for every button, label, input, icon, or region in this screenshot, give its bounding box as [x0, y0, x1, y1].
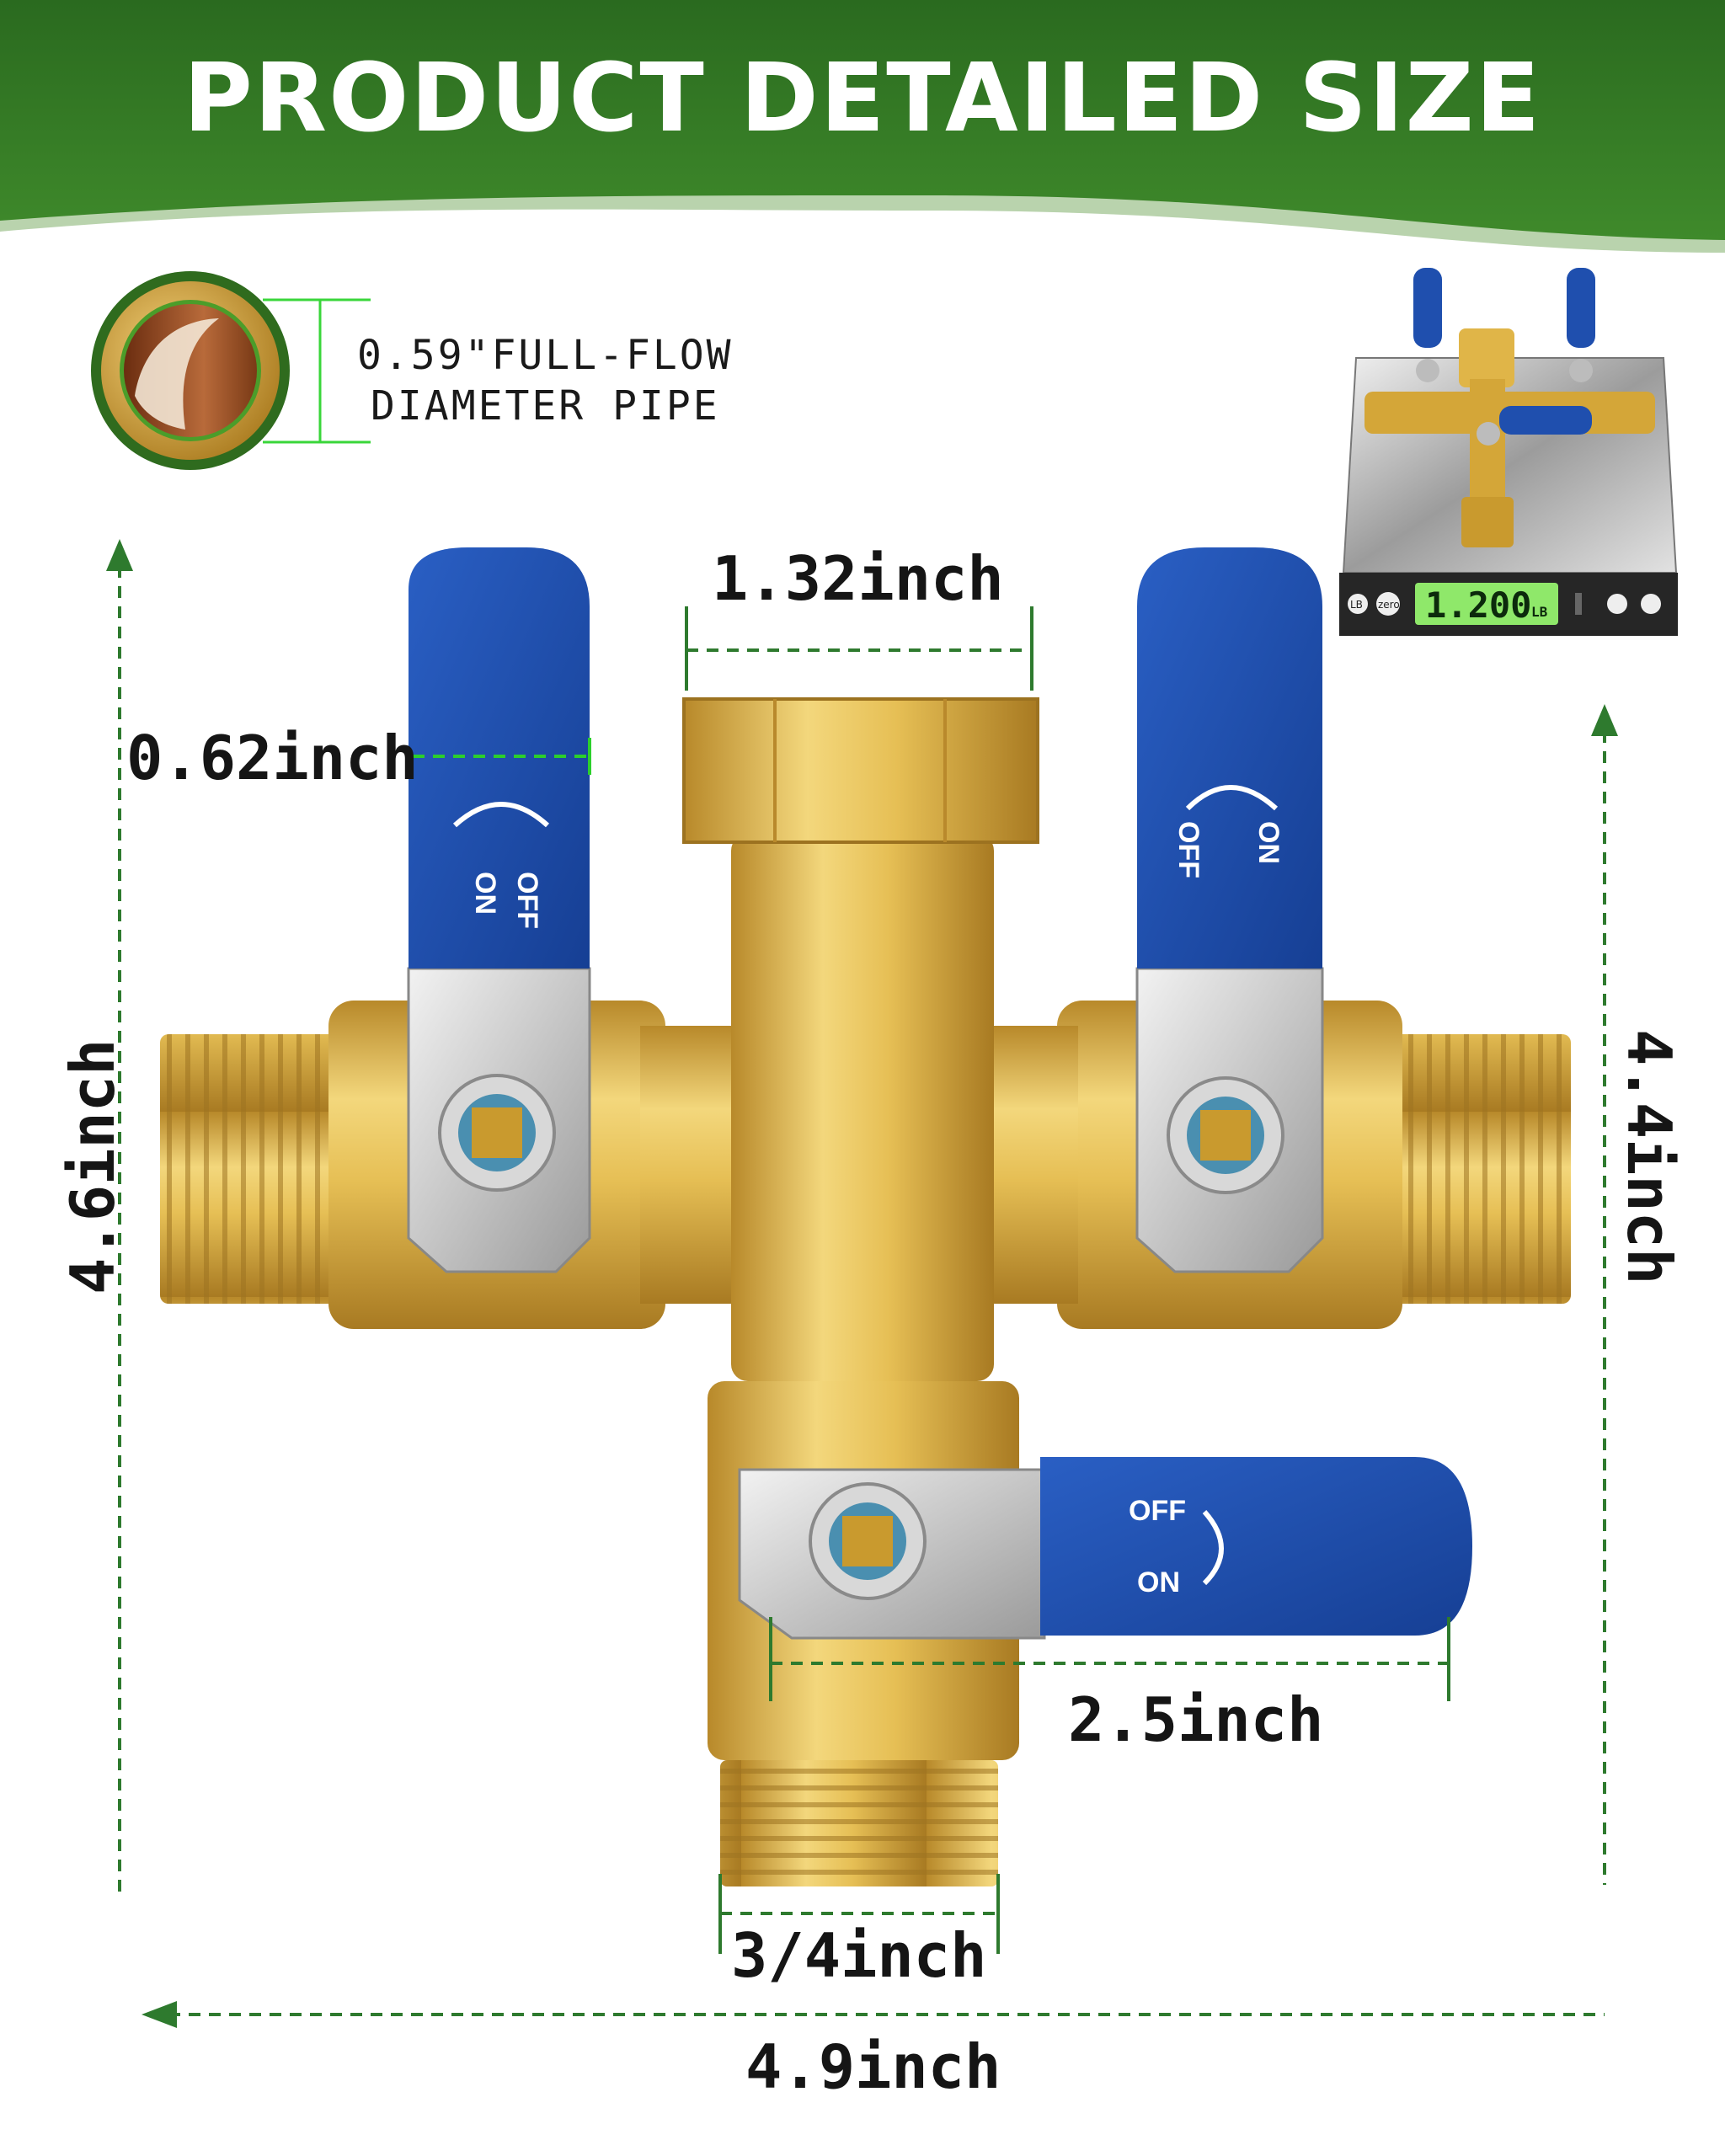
- scale-photo: 1.200 LB LB zero: [1339, 268, 1678, 636]
- handle-width-label: 0.62inch: [126, 723, 419, 793]
- left-handle-off-label: OFF: [511, 872, 543, 929]
- bottom-valve-nut: [738, 1468, 1046, 1640]
- scale-zero-button: zero: [1378, 599, 1400, 611]
- bottom-handle-on-label: ON: [1137, 1566, 1180, 1598]
- left-valve-nut: [407, 967, 591, 1273]
- bottom-valve-handle: OFF ON: [1040, 1457, 1472, 1636]
- right-handle-off-label: OFF: [1172, 821, 1204, 878]
- dimension-lines: [118, 566, 1606, 2016]
- scale-unit: LB: [1531, 604, 1548, 620]
- pipe-diameter-label-line1: 0.59"FULL-FLOW: [357, 332, 734, 379]
- right-valve-nut: [1135, 967, 1324, 1273]
- left-handle-on-label: ON: [469, 872, 501, 915]
- left-height-label: 4.6inch: [57, 1038, 128, 1294]
- scale-lb-button: LB: [1350, 599, 1363, 611]
- total-width-label: 4.9inch: [745, 2031, 1001, 2102]
- bottom-thread-label: 3/4inch: [731, 1920, 987, 1991]
- bottom-handle-off-label: OFF: [1129, 1495, 1186, 1527]
- handle-length-label: 2.5inch: [1068, 1684, 1324, 1755]
- pipe-cross-section-icon: [91, 271, 371, 470]
- right-valve-handle: OFF ON: [1137, 547, 1322, 969]
- right-height-label: 4.4inch: [1614, 1029, 1685, 1285]
- right-handle-on-label: ON: [1252, 821, 1284, 864]
- top-width-label: 1.32inch: [712, 543, 1004, 614]
- scale-reading: 1.200: [1425, 584, 1531, 626]
- header-banner: [0, 0, 1725, 253]
- pipe-diameter-label-line2: DIAMETER PIPE: [371, 382, 720, 430]
- page-title: PRODUCT DETAILED SIZE: [183, 44, 1542, 153]
